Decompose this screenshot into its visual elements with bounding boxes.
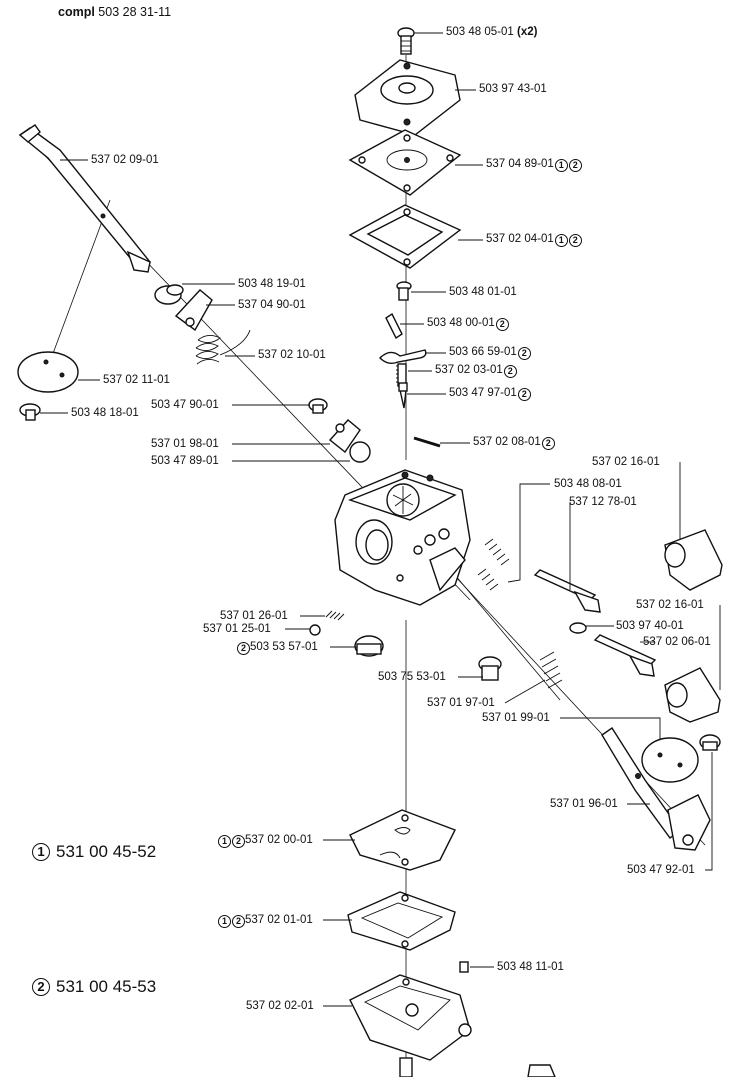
kit-marker-2: 2 xyxy=(517,347,531,360)
part-number: 537 02 03-01 xyxy=(435,364,503,376)
kit-marker-1: 1 xyxy=(32,843,50,861)
throttle-shaft-part xyxy=(601,727,721,851)
kit-marker-2: 2 xyxy=(541,437,555,450)
gasket-part xyxy=(348,204,462,269)
part-number: 537 02 08-01 xyxy=(473,436,541,448)
part-label-p22: 537 12 78-01 xyxy=(569,496,637,508)
kit-marker-2: 2 xyxy=(495,318,509,331)
kit-marker-2: 2 xyxy=(517,388,531,401)
needle-springs xyxy=(477,538,657,677)
kit-marker-1: 1 xyxy=(218,835,231,848)
leader-lines xyxy=(40,32,721,1007)
part-label-p25: 537 02 06-01 xyxy=(643,636,711,648)
assembly-title: compl 503 28 31-11 xyxy=(58,5,171,19)
spring-part xyxy=(539,651,563,689)
screw-part-2 xyxy=(478,656,502,681)
part-number: 503 66 59-01 xyxy=(449,346,517,358)
part-label-p05: 503 48 01-01 xyxy=(449,286,517,298)
part-label-p13: 537 04 90-01 xyxy=(238,299,306,311)
kit-marker-2: 2 xyxy=(237,642,250,655)
kit-legend-2: 2 531 00 45-53 xyxy=(32,977,156,997)
kit-marker-1: 1 xyxy=(218,915,231,928)
part-label-p29: 503 75 53-01 xyxy=(378,671,446,683)
part-number: 503 48 00-01 xyxy=(427,317,495,329)
part-label-p27: 537 01 25-01 xyxy=(203,623,271,635)
part-label-p17: 503 47 90-01 xyxy=(151,399,219,411)
part-label-p37: 537 02 02-01 xyxy=(246,1000,314,1012)
part-label-p21: 503 48 08-01 xyxy=(554,478,622,490)
part-label-p24: 503 97 40-01 xyxy=(616,620,684,632)
pump-cover-part xyxy=(354,59,461,136)
quantity: (x2) xyxy=(517,26,538,38)
kit-marker-2: 2 xyxy=(568,159,582,172)
part-label-p14: 537 02 10-01 xyxy=(258,349,326,361)
part-label-p33: 503 47 92-01 xyxy=(627,864,695,876)
part-label-p15: 537 02 11-01 xyxy=(103,374,170,386)
part-label-p36: 503 48 11-01 xyxy=(497,961,564,973)
choke-lever-parts xyxy=(154,284,251,365)
metering-diaphragm-part xyxy=(349,809,456,871)
part-label-p02: 503 97 43-01 xyxy=(479,83,547,95)
part-number: 503 53 57-01 xyxy=(250,641,318,653)
part-number: 537 02 01-01 xyxy=(245,914,313,926)
part-label-p12: 503 48 19-01 xyxy=(238,278,306,290)
kit-number: 531 00 45-52 xyxy=(56,842,157,861)
metering-gasket-part xyxy=(347,891,456,951)
part-label-p16: 503 48 18-01 xyxy=(71,407,139,419)
part-label-p32: 537 01 96-01 xyxy=(550,798,618,810)
choke-plate-part xyxy=(17,351,79,421)
kit-legend-1: 1 531 00 45-52 xyxy=(32,842,156,862)
choke-shaft-part xyxy=(18,124,151,273)
kit-marker-1: 1 xyxy=(554,159,568,172)
part-label-p01: 503 48 05-01 (x2) xyxy=(446,26,537,39)
title-prefix: compl xyxy=(58,5,95,19)
part-label-p26: 537 01 26-01 xyxy=(220,610,288,622)
limiter-cap-part xyxy=(664,529,723,723)
part-label-p11: 537 02 09-01 xyxy=(91,154,159,166)
part-label-p31: 537 01 99-01 xyxy=(482,712,550,724)
part-number: 503 47 97-01 xyxy=(449,387,517,399)
part-label-p20: 537 02 16-01 xyxy=(592,456,660,468)
kit-marker-2: 2 xyxy=(568,234,582,247)
kit-marker-1: 1 xyxy=(554,234,568,247)
small-parts-stack xyxy=(379,281,427,409)
title-number: 503 28 31-11 xyxy=(98,5,172,19)
part-number: 537 02 00-01 xyxy=(245,834,313,846)
kit-marker-2: 2 xyxy=(503,365,517,378)
part-label-p30: 537 01 97-01 xyxy=(427,697,495,709)
kit-number: 531 00 45-53 xyxy=(56,977,157,996)
part-label-p18: 537 01 98-01 xyxy=(151,438,219,450)
kit-marker-2: 2 xyxy=(232,915,245,928)
part-number: 503 48 05-01 xyxy=(446,26,514,38)
throttle-small-parts xyxy=(308,398,371,463)
metering-cover-part xyxy=(349,961,556,1077)
kit-marker-2: 2 xyxy=(32,978,50,996)
part-number: 537 04 89-01 xyxy=(486,158,554,170)
part-label-p23: 537 02 16-01 xyxy=(636,599,704,611)
pump-diaphragm-part xyxy=(348,129,462,196)
kit-marker-2: 2 xyxy=(232,835,245,848)
part-label-p19: 503 47 89-01 xyxy=(151,455,219,467)
carburetor-body-part xyxy=(334,469,471,606)
fuel-inlet-parts xyxy=(309,610,384,657)
screw-part xyxy=(397,27,415,55)
part-number: 537 02 04-01 xyxy=(486,233,554,245)
